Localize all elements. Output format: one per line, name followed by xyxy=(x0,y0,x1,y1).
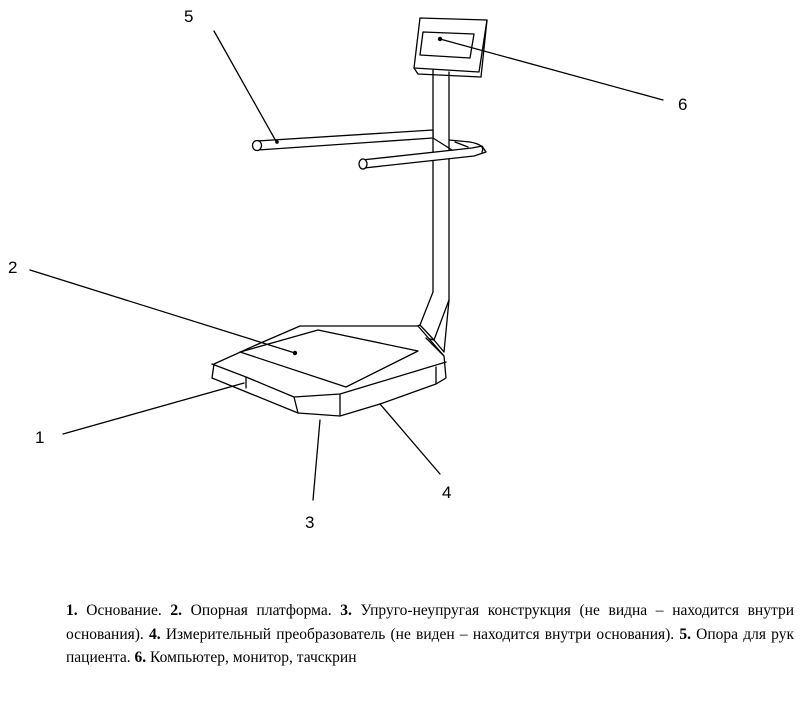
caption-text-1: Основание. xyxy=(77,602,171,619)
caption-text-5: Опора для рук пациента. xyxy=(66,625,794,667)
label-5: 5 xyxy=(184,7,193,26)
caption-num-4: 4. xyxy=(149,625,161,643)
label-6: 6 xyxy=(678,95,687,114)
hand-support xyxy=(251,129,487,170)
caption-text-2: Опорная платформа. xyxy=(181,602,341,619)
label-2: 2 xyxy=(8,258,17,277)
label-3: 3 xyxy=(305,513,314,532)
monitor xyxy=(413,17,488,78)
caption-text-4: Измерительный преобразователь (не виден … xyxy=(160,625,680,643)
caption-num-1: 1. xyxy=(66,602,78,619)
caption-num-6: 6. xyxy=(134,649,147,666)
stand-column xyxy=(407,69,450,353)
caption-text-6: Компьютер, монитор, тачскрин xyxy=(146,649,357,666)
stabilometer-diagram: 5 6 2 1 4 3 xyxy=(8,7,687,532)
caption-num-2: 2. xyxy=(170,602,182,619)
base xyxy=(211,325,447,417)
label-1: 1 xyxy=(35,428,44,447)
caption-num-5: 5. xyxy=(679,625,691,643)
label-4: 4 xyxy=(442,483,451,502)
figure-caption: 1. Основание. 2. Опорная платформа. 3. У… xyxy=(66,599,794,670)
caption-num-3: 3. xyxy=(340,602,352,619)
caption-text-3: Упруго-неупругая конструкция (не видна –… xyxy=(66,602,794,643)
leader-lines xyxy=(29,30,664,501)
